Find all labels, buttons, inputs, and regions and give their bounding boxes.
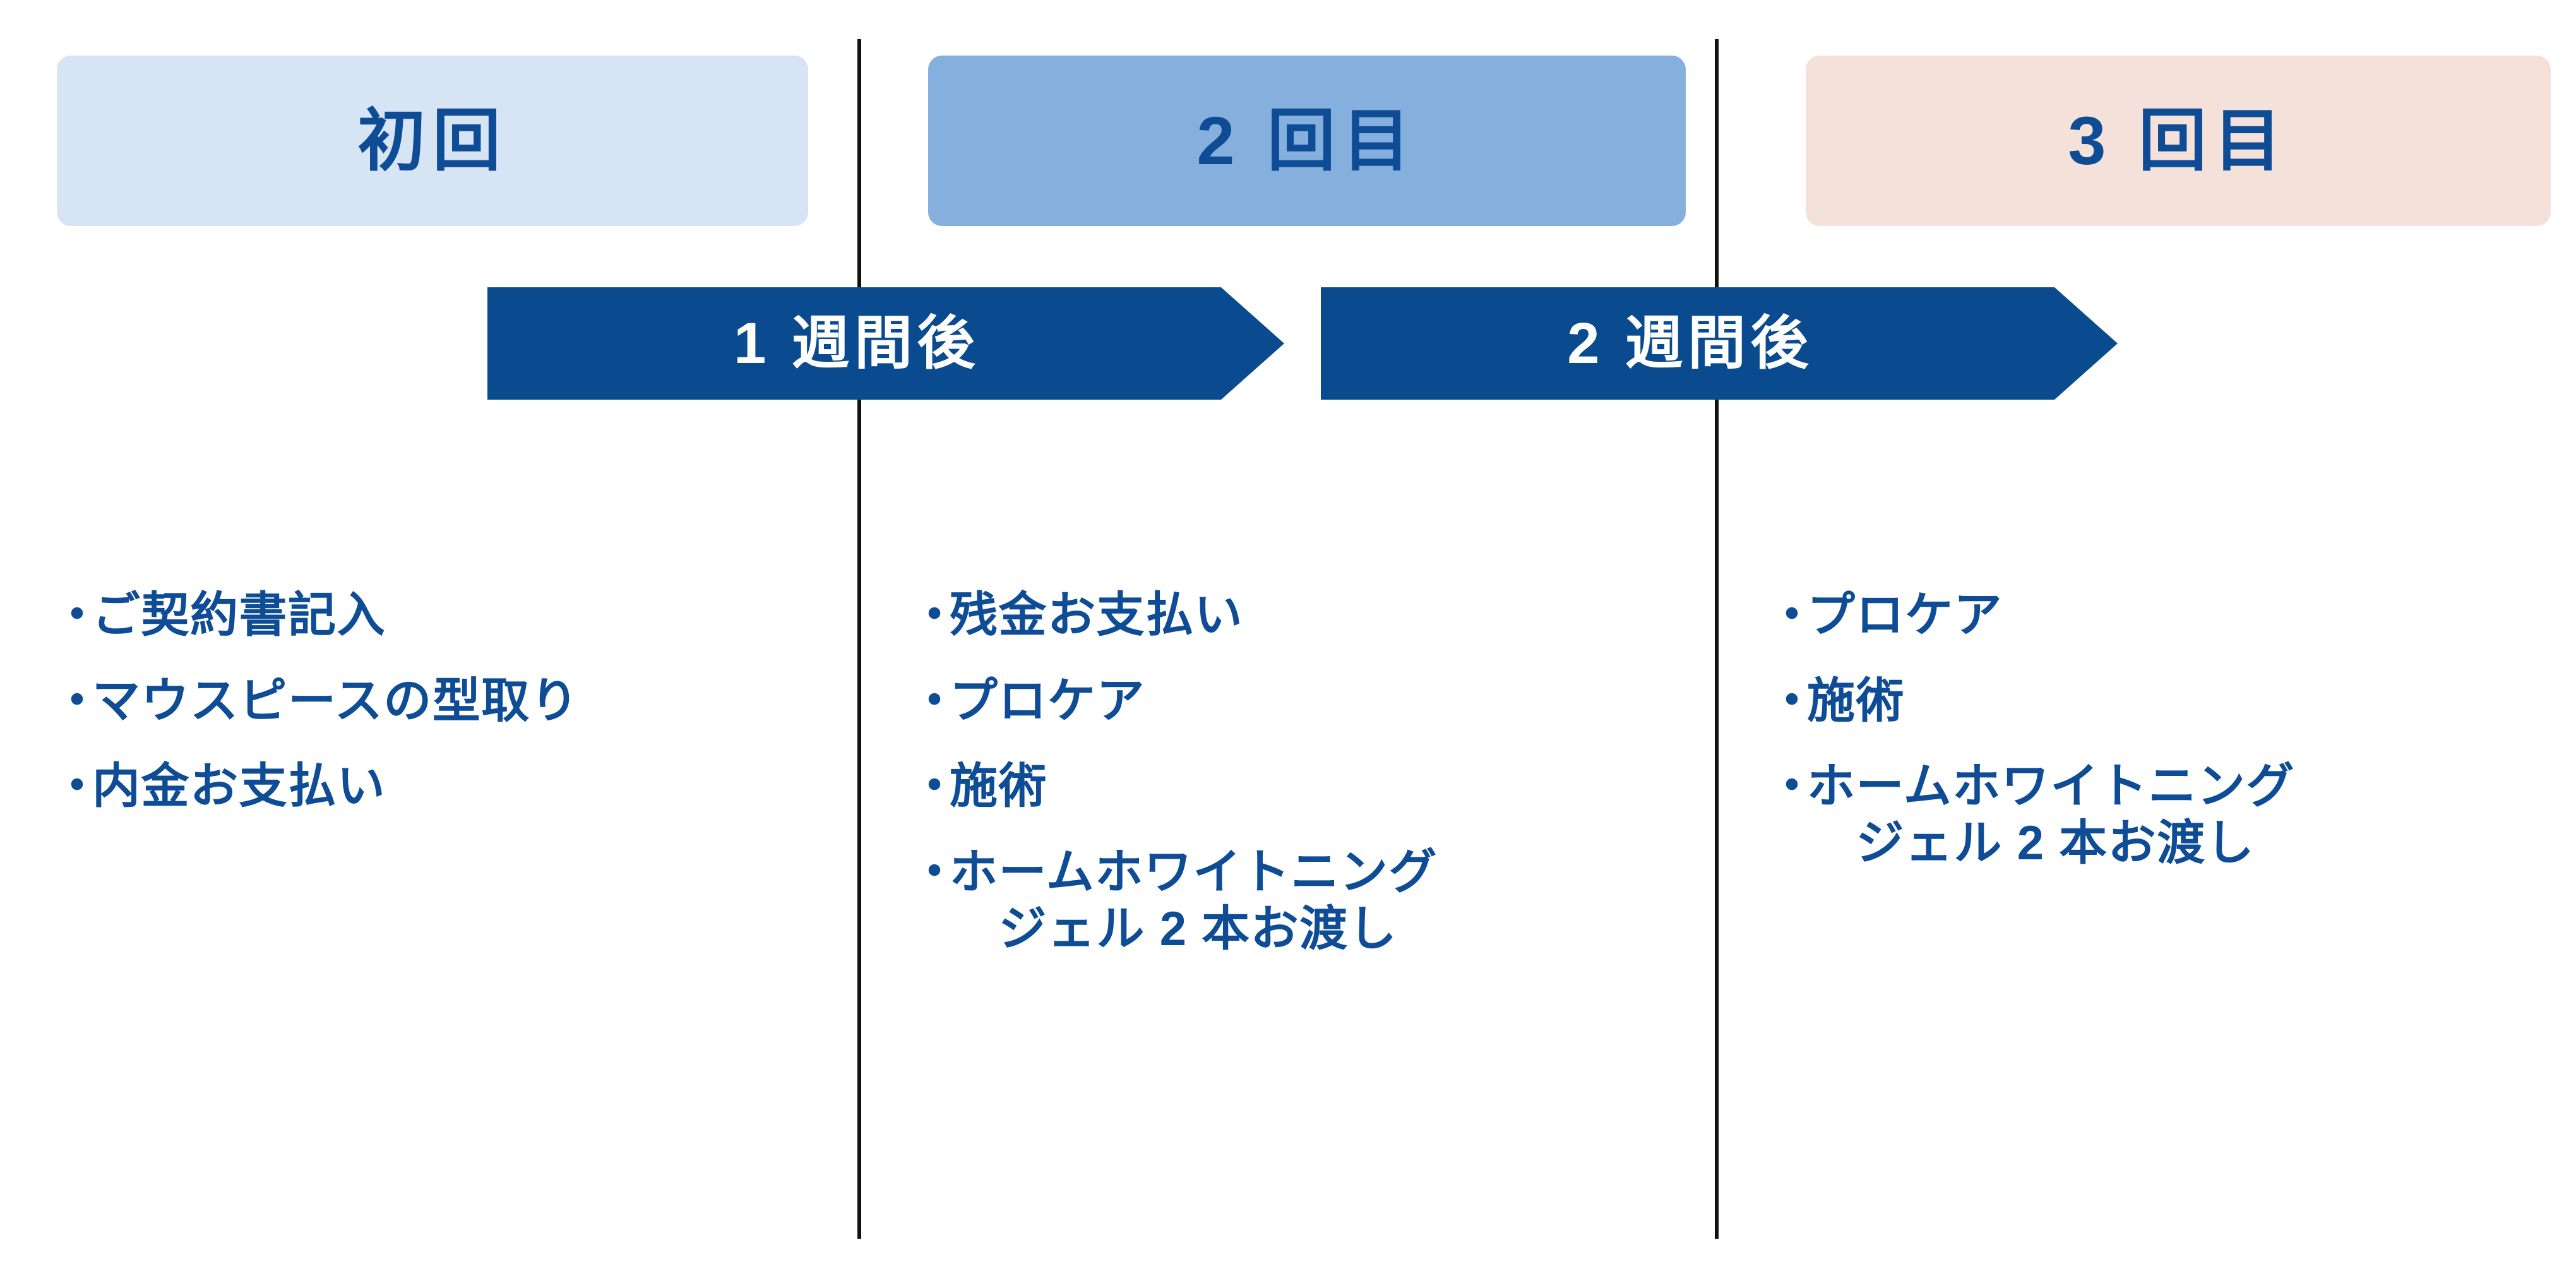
list-item-label: 内金お支払い — [92, 760, 386, 814]
column-header-first-visit: 初回 — [57, 56, 808, 226]
list-item: ・ 施術 — [910, 758, 1687, 815]
column-header-third-visit: 3 回目 — [1806, 56, 2551, 226]
list-item-label: 残金お支払い — [950, 588, 1244, 642]
bullet-icon: ・ — [910, 845, 958, 900]
column-header-label: 2 回目 — [1196, 102, 1417, 179]
list-item-label: ホームホワイトニング ジェル 2 本お渡し — [1807, 760, 2295, 871]
bullet-icon: ・ — [53, 588, 101, 642]
bullet-icon: ・ — [1768, 588, 1816, 642]
list-item-label: 施術 — [1807, 674, 1905, 728]
column-divider-2 — [1715, 39, 1719, 1239]
interval-arrow-label: 2 週間後 — [1567, 311, 1813, 376]
list-item-label: プロケア — [950, 674, 1146, 728]
list-item-label: ご契約書記入 — [92, 588, 386, 642]
list-item: ・ マウスピースの型取り — [53, 673, 830, 730]
task-list-second-visit: ・ 残金お支払い ・ プロケア ・ 施術 ・ ホームホワイトニング ジェル 2 … — [910, 587, 1687, 986]
column-header-label: 3 回目 — [2068, 102, 2289, 179]
task-list-first-visit: ・ ご契約書記入 ・ マウスピースの型取り ・ 内金お支払い — [53, 587, 830, 844]
bullet-icon: ・ — [910, 760, 958, 814]
list-item-label: プロケア — [1807, 588, 2003, 642]
list-item: ・ ご契約書記入 — [53, 587, 830, 644]
list-item: ・ 施術 — [1768, 673, 2544, 730]
column-divider-1 — [857, 39, 861, 1239]
column-header-label: 初回 — [357, 102, 508, 179]
list-item: ・ ホームホワイトニング ジェル 2 本お渡し — [910, 844, 1687, 957]
list-item: ・ 残金お支払い — [910, 587, 1687, 644]
list-item: ・ プロケア — [1768, 587, 2544, 644]
interval-arrow-label: 1 週間後 — [734, 311, 980, 376]
bullet-icon: ・ — [1768, 674, 1816, 728]
interval-arrow-two-weeks: 2 週間後 — [1321, 287, 2118, 400]
list-item: ・ ホームホワイトニング ジェル 2 本お渡し — [1768, 758, 2544, 871]
bullet-icon: ・ — [53, 674, 101, 728]
bullet-icon: ・ — [910, 588, 958, 642]
list-item-label: 施術 — [950, 760, 1048, 814]
list-item-label: マウスピースの型取り — [92, 674, 580, 728]
list-item: ・ 内金お支払い — [53, 758, 830, 815]
bullet-icon: ・ — [1768, 760, 1816, 814]
task-list-third-visit: ・ プロケア ・ 施術 ・ ホームホワイトニング ジェル 2 本お渡し — [1768, 587, 2544, 901]
bullet-icon: ・ — [53, 760, 101, 814]
column-header-second-visit: 2 回目 — [928, 56, 1686, 226]
list-item: ・ プロケア — [910, 673, 1687, 730]
bullet-icon: ・ — [910, 674, 958, 728]
interval-arrow-one-week: 1 週間後 — [487, 287, 1284, 400]
list-item-label: ホームホワイトニング ジェル 2 本お渡し — [950, 845, 1438, 956]
